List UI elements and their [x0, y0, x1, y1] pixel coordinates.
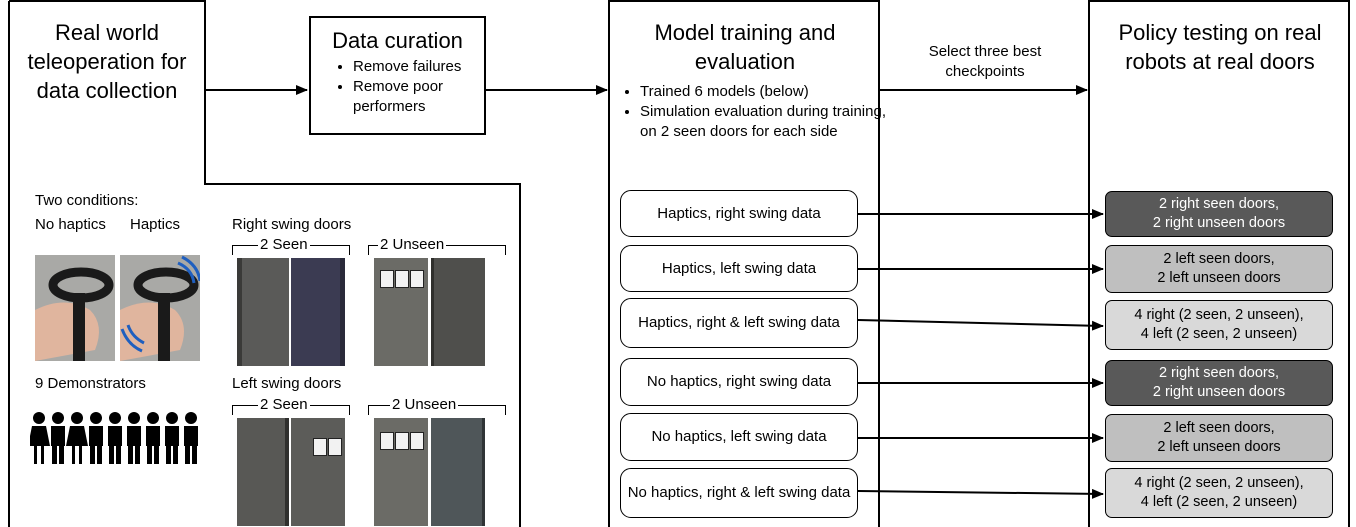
- right-doors-label: Right swing doors: [232, 216, 352, 233]
- model-box: Haptics, right swing data: [620, 190, 858, 237]
- training-stage-outline: [608, 0, 880, 527]
- haptics-controller-photo: [120, 255, 200, 361]
- door-photo: [237, 258, 289, 366]
- result-box: 2 left seen doors, 2 left unseen doors: [1105, 245, 1333, 293]
- people-icon-group: [30, 412, 198, 464]
- collection-stage-outline: [8, 0, 521, 527]
- training-stage-title: Model training and evaluation: [654, 20, 836, 74]
- vr-controller-icon: [35, 255, 115, 361]
- unseen-label: 2 Unseen: [390, 396, 459, 413]
- curation-stage-box: Data curation Remove failures Remove poo…: [309, 16, 486, 135]
- result-box: 2 right seen doors, 2 right unseen doors: [1105, 191, 1333, 237]
- model-box: Haptics, left swing data: [620, 245, 858, 292]
- collection-stage-title: Real world teleoperation for data collec…: [27, 20, 187, 103]
- door-photo: [374, 258, 428, 366]
- testing-stage-title: Policy testing on real robots at real do…: [1118, 20, 1322, 74]
- curation-bullet-list: Remove failures Remove poor performers: [335, 57, 503, 117]
- unseen-label: 2 Unseen: [378, 236, 447, 253]
- vr-controller-vibration-icon: [120, 255, 200, 361]
- seen-label: 2 Seen: [258, 236, 310, 253]
- model-box: Haptics, right & left swing data: [620, 298, 858, 348]
- door-photo: [291, 258, 345, 366]
- training-bullet-list: Trained 6 models (below) Simulation eval…: [622, 82, 890, 142]
- testing-stage-outline: [1088, 0, 1350, 527]
- result-box: 4 right (2 seen, 2 unseen), 4 left (2 se…: [1105, 468, 1333, 518]
- model-box: No haptics, left swing data: [620, 413, 858, 461]
- curation-bullet: Remove failures: [353, 57, 503, 77]
- model-box: No haptics, right swing data: [620, 358, 858, 406]
- result-box: 4 right (2 seen, 2 unseen), 4 left (2 se…: [1105, 300, 1333, 350]
- people-icon: [30, 412, 198, 464]
- haptics-label: Haptics: [130, 216, 181, 233]
- no-haptics-label: No haptics: [35, 216, 106, 233]
- demonstrators-label: 9 Demonstrators: [35, 375, 146, 392]
- training-bullet: Trained 6 models (below): [640, 82, 890, 102]
- arrow-model-3: [857, 319, 1104, 331]
- select-checkpoints-label: Select three best checkpoints: [928, 43, 1042, 80]
- curation-stage-title: Data curation: [332, 28, 463, 53]
- curation-bullet: Remove poor performers: [353, 77, 503, 117]
- model-box: No haptics, right & left swing data: [620, 468, 858, 518]
- no-haptics-controller-photo: [35, 255, 115, 361]
- door-photo: [374, 418, 428, 526]
- seen-label: 2 Seen: [258, 396, 310, 413]
- door-photo: [431, 258, 485, 366]
- result-box: 2 left seen doors, 2 left unseen doors: [1105, 414, 1333, 462]
- door-photo: [291, 418, 345, 526]
- left-doors-label: Left swing doors: [232, 375, 342, 392]
- result-box: 2 right seen doors, 2 right unseen doors: [1105, 360, 1333, 406]
- door-photo: [431, 418, 485, 526]
- training-bullet: Simulation evaluation during training, o…: [640, 102, 890, 142]
- door-photo: [237, 418, 289, 526]
- conditions-label: Two conditions:: [35, 192, 139, 209]
- arrow-model-6: [857, 488, 1104, 499]
